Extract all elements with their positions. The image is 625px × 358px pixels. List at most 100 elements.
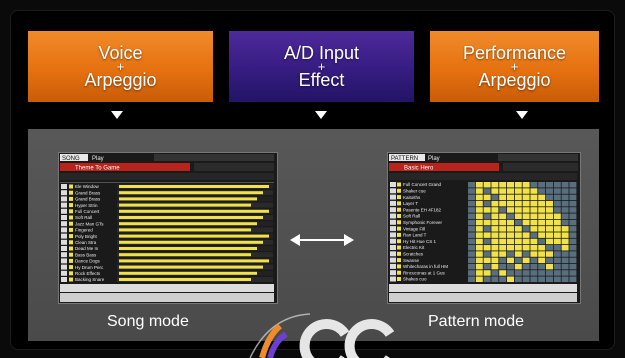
pattern-cell: [491, 182, 499, 188]
track-name: Clean Stra: [75, 240, 97, 245]
pattern-cell: [483, 213, 491, 219]
pattern-cell: [514, 263, 522, 270]
pattern-cell: [514, 182, 522, 188]
pattern-cell: [546, 207, 553, 213]
pattern-cell: [491, 263, 499, 270]
pattern-cell: [475, 219, 483, 226]
pattern-cell: [530, 251, 538, 257]
pattern-cell: [553, 226, 561, 232]
pattern-cell: [499, 219, 507, 226]
pattern-cell: [546, 263, 553, 270]
pattern-cell: [499, 188, 507, 194]
pattern-cell: [561, 263, 569, 270]
pattern-cell: [522, 226, 530, 232]
pattern-cell: [468, 200, 475, 207]
track-name: Hy Hit Hue CS 1: [403, 239, 437, 244]
pattern-cell: [483, 245, 491, 251]
song-track-bar: [119, 247, 257, 250]
pattern-cell: [483, 226, 491, 232]
pattern-cell: [468, 257, 475, 264]
plus-sign: +: [116, 59, 125, 74]
pattern-cell: [561, 238, 569, 245]
pattern-cell: [530, 213, 538, 219]
song-title-label: Play: [92, 156, 104, 162]
pattern-cell: [538, 200, 546, 207]
pattern-cell: [553, 188, 561, 194]
pattern-cell: [483, 263, 491, 270]
pattern-cell: [483, 257, 491, 264]
pattern-cell: [491, 251, 499, 257]
pattern-cell: [491, 188, 499, 194]
song-name: Theme To Game: [75, 166, 120, 172]
track-name: Kaitoiths: [403, 195, 421, 200]
pattern-cell: [491, 245, 499, 251]
pattern-cell: [475, 232, 483, 238]
pattern-cell: [522, 219, 530, 226]
pattern-cell: [507, 270, 514, 276]
pattern-cell: [530, 182, 538, 188]
pattern-cell: [522, 207, 530, 213]
pattern-cell: [530, 263, 538, 270]
pattern-cell: [475, 245, 483, 251]
pattern-cell: [561, 251, 569, 257]
pattern-cell: [538, 257, 546, 264]
pattern-cell: [475, 257, 483, 264]
track-name: Soft Rall: [403, 214, 420, 219]
pattern-cell: [475, 270, 483, 276]
pattern-tab-label: PATTERN: [391, 156, 418, 162]
pattern-cell: [553, 263, 561, 270]
source-line2: Arpeggio: [84, 70, 157, 90]
track-name: Hyper Strin: [75, 203, 98, 208]
pattern-cell: [475, 194, 483, 201]
pattern-cell: [507, 257, 514, 264]
pattern-cell: [553, 251, 561, 257]
bidirectional-arrow-icon: [290, 234, 354, 246]
track-name: Bass Bass: [75, 252, 97, 257]
pattern-cell: [561, 207, 569, 213]
pattern-cell: [468, 238, 475, 245]
pattern-cell: [507, 263, 514, 270]
pattern-cell: [561, 219, 569, 226]
pattern-cell: [514, 207, 522, 213]
voice-arpeggio-box: Voice + Arpeggio: [28, 31, 213, 102]
pattern-cell: [522, 257, 530, 264]
pattern-cell: [491, 194, 499, 201]
pattern-cell: [483, 182, 491, 188]
pattern-cell: [468, 182, 475, 188]
song-track-bar: [119, 191, 263, 195]
track-name: Full Concert: [75, 209, 100, 214]
song-track-bar: [119, 203, 251, 207]
pattern-cell: [561, 226, 569, 232]
track-name: Ran Land T: [403, 233, 427, 238]
pattern-cell: [514, 219, 522, 226]
pattern-cell: [475, 276, 483, 282]
pattern-cell: [569, 219, 577, 226]
pattern-cell: [522, 182, 530, 188]
pattern-cell: [507, 219, 514, 226]
pattern-cell: [569, 232, 577, 238]
pattern-cell: [569, 270, 577, 276]
pattern-cell: [507, 232, 514, 238]
track-name: Whitecharas in full HM: [403, 264, 448, 269]
pattern-cell: [468, 188, 475, 194]
track-name: Scratches: [403, 252, 424, 257]
pattern-cell: [538, 238, 546, 245]
track-name: Rock Effects: [75, 271, 101, 276]
track-name: Ele Window: [75, 184, 100, 189]
pattern-cell: [546, 226, 553, 232]
pattern-cell: [483, 232, 491, 238]
pattern-cell: [514, 188, 522, 194]
pattern-cell: [507, 251, 514, 257]
pattern-cell: [491, 213, 499, 219]
pattern-cell: [507, 276, 514, 282]
pattern-cell: [483, 200, 491, 207]
down-arrow-icon: [111, 111, 123, 119]
pattern-cell: [491, 226, 499, 232]
pattern-cell: [475, 182, 483, 188]
pattern-cell: [499, 276, 507, 282]
pattern-cell: [553, 213, 561, 219]
pattern-cell: [522, 188, 530, 194]
plus-sign: +: [317, 59, 326, 74]
